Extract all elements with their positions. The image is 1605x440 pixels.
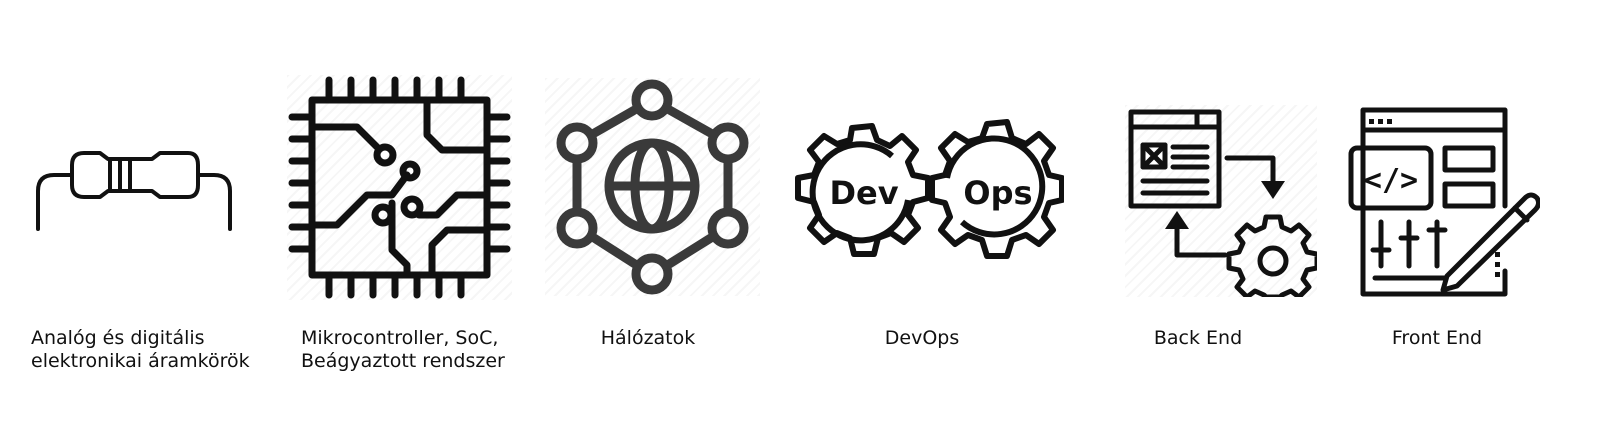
label-backend-line-1: Back End (1153, 327, 1243, 349)
label-backend: Back End (1098, 327, 1298, 350)
label-electronics-line-2: elektronikai áramkörök (31, 350, 250, 372)
devops-gears-icon: Dev Ops (792, 118, 1065, 263)
gear-text-dev: Dev (829, 174, 898, 212)
network-globe-icon (545, 78, 760, 296)
resistor-icon (30, 135, 240, 245)
label-devops: DevOps (822, 327, 1022, 350)
backend-server-icon (1125, 105, 1320, 300)
frontend-code-icon: </> (1345, 106, 1542, 298)
label-electronics-line-1: Analóg és digitális (31, 327, 205, 349)
microchip-icon (287, 75, 512, 300)
label-devops-line-1: DevOps (884, 327, 960, 349)
gear-text-ops: Ops (963, 174, 1032, 212)
label-networks-line-1: Hálózatok (600, 327, 696, 349)
label-frontend: Front End (1337, 327, 1537, 350)
label-microcontroller: Mikrocontroller, SoC, Beágyaztott rendsz… (301, 327, 505, 373)
label-microcontroller-line-1: Mikrocontroller, SoC, (301, 327, 499, 349)
label-frontend-line-1: Front End (1391, 327, 1483, 349)
label-microcontroller-line-2: Beágyaztott rendszer (301, 350, 505, 372)
label-networks: Hálózatok (548, 327, 748, 350)
code-brackets-text: </> (1364, 163, 1418, 198)
label-electronics: Analóg és digitális elektronikai áramkör… (31, 327, 250, 373)
